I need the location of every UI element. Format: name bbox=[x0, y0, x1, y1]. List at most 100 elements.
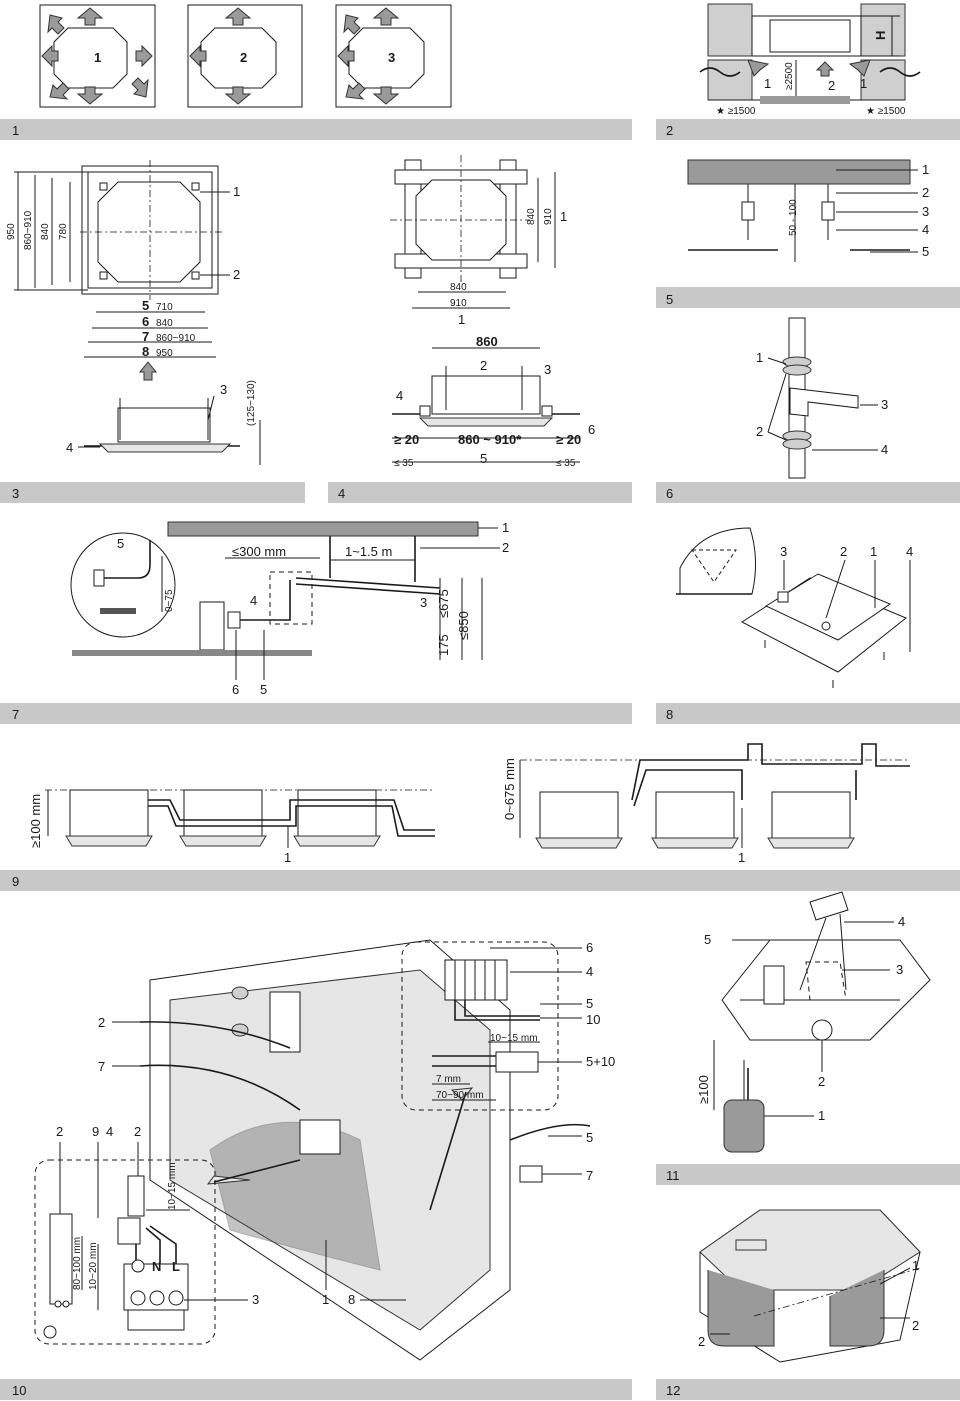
fig3-callout-3: 3 bbox=[220, 382, 227, 397]
fig4-callout-6: 6 bbox=[588, 422, 595, 437]
fig2-callout-2: 2 bbox=[828, 78, 835, 93]
fig4-gap-20-right: ≥ 20 bbox=[556, 432, 581, 447]
fig7-dim-175: 175 bbox=[436, 634, 451, 656]
fig10-callout-6: 6 bbox=[586, 940, 593, 955]
fig7-drain-piping: 1 5 0~75 ≤300 mm 1~1.5 m 2 4 3 ≤675 175 … bbox=[70, 520, 509, 697]
fig11-callout-1: 1 bbox=[818, 1108, 825, 1123]
fig7-dim-850: ≤850 bbox=[456, 611, 471, 640]
fig10-callout-2b: 2 bbox=[56, 1124, 63, 1139]
fig10-callout-2a: 2 bbox=[98, 1015, 105, 1030]
fig8-level-check: 3 2 1 4 bbox=[676, 527, 913, 688]
fig6-callout-2: 2 bbox=[756, 424, 763, 439]
fig10-dim-10-20mm: 10~20 mm bbox=[88, 1242, 99, 1290]
fig3-row-5: 5 bbox=[142, 298, 149, 313]
fig5-callout-5: 5 bbox=[922, 244, 929, 259]
fig9-dim-100mm: ≥100 mm bbox=[28, 794, 43, 848]
fig3-row-6: 6 bbox=[142, 314, 149, 329]
fig4-callout-1b: 1 bbox=[458, 312, 465, 327]
fig12-transport: 1 2 2 bbox=[698, 1209, 921, 1363]
fig10-dim-10-15mm-b: 10~15 mm bbox=[167, 1162, 178, 1210]
fig12-callout-2a: 2 bbox=[698, 1334, 705, 1349]
fig1-box1-label: 1 bbox=[94, 50, 101, 65]
panel-label-10: 10 bbox=[12, 1383, 26, 1398]
panel-label-11: 11 bbox=[666, 1168, 680, 1183]
fig10-callout-7b: 7 bbox=[586, 1168, 593, 1183]
fig3-callout-1: 1 bbox=[233, 184, 240, 199]
fig6-callout-4: 4 bbox=[881, 442, 888, 457]
fig6-callout-3: 3 bbox=[881, 397, 888, 412]
fig10-callout-4b: 4 bbox=[586, 964, 593, 979]
fig10-callout-2c: 2 bbox=[134, 1124, 141, 1139]
fig3-dim-950: 950 bbox=[6, 223, 17, 240]
fig10-terminal-N: N bbox=[152, 1259, 161, 1274]
fig2-callout-1b: 1 bbox=[860, 76, 867, 91]
fig10-callout-5b: 5 bbox=[586, 1130, 593, 1145]
fig8-callout-4: 4 bbox=[906, 544, 913, 559]
fig11-dim-100: ≥100 bbox=[696, 1075, 711, 1104]
panel-label-3: 3 bbox=[12, 486, 19, 501]
fig1-box3-label: 3 bbox=[388, 50, 395, 65]
fig3-dim-860-910: 860~910 bbox=[23, 210, 34, 250]
fig3-dim-780: 780 bbox=[58, 223, 69, 240]
fig11-callout-4: 4 bbox=[898, 914, 905, 929]
fig9-callout-1b: 1 bbox=[738, 850, 745, 865]
panel-label-8: 8 bbox=[666, 707, 673, 722]
fig2-right-clearance: ★ ≥1500 bbox=[866, 106, 906, 117]
fig5-callout-2: 2 bbox=[922, 185, 929, 200]
section-bars: 1 2 3 4 5 6 7 8 9 10 11 12 bbox=[0, 119, 960, 1400]
fig2-clearance: H 1 2 1 ≥2500 ★ ≥1500 ★ ≥1500 bbox=[699, 3, 921, 117]
fig4-callout-4: 4 bbox=[396, 388, 403, 403]
fig7-dim-675: ≤675 bbox=[436, 589, 451, 618]
fig3-val-710: 710 bbox=[156, 302, 173, 313]
fig7-callout-4: 4 bbox=[250, 593, 257, 608]
fig7-dim-0-75: 0~75 bbox=[164, 589, 175, 612]
fig1-box2-label: 2 bbox=[240, 50, 247, 65]
fig3-row-8: 8 bbox=[142, 344, 149, 359]
fig4-gap-35-left: ≤ 35 bbox=[394, 458, 414, 469]
panel-label-4: 4 bbox=[338, 486, 345, 501]
fig10-callout-10: 10 bbox=[586, 1012, 600, 1027]
fig5-callout-3: 3 bbox=[922, 204, 929, 219]
fig8-callout-3: 3 bbox=[780, 544, 787, 559]
fig3-dimensions: 1 2 950 860~910 840 780 5 710 6 840 7 86… bbox=[6, 160, 261, 465]
fig7-callout-2: 2 bbox=[502, 540, 509, 555]
fig3-val-860-910: 860~910 bbox=[156, 333, 196, 344]
fig5-callout-4: 4 bbox=[922, 222, 929, 237]
panel-label-9: 9 bbox=[12, 874, 19, 889]
fig11-callout-3: 3 bbox=[896, 962, 903, 977]
fig2-callout-1: 1 bbox=[764, 76, 771, 91]
fig9-callout-1a: 1 bbox=[284, 850, 291, 865]
fig5-hanging-bolts: 50 - 100 1 2 3 4 5 bbox=[687, 159, 929, 262]
panel-label-7: 7 bbox=[12, 707, 19, 722]
fig9-drain-lift: ≥100 mm 1 0~675 mm 1 bbox=[28, 743, 910, 865]
fig3-row-7: 7 bbox=[142, 329, 149, 344]
fig6-nut-washer: 1 3 2 4 bbox=[756, 317, 888, 479]
panel-label-6: 6 bbox=[666, 486, 673, 501]
fig4-callout-5: 5 bbox=[480, 451, 487, 466]
fig7-dim-300mm: ≤300 mm bbox=[232, 544, 286, 559]
fig9-dim-0-675mm: 0~675 mm bbox=[502, 758, 517, 820]
fig10-electrical-wiring: 2 7 6 4 5 10 10~15 mm 5+10 7 mm 70 bbox=[34, 939, 615, 1361]
fig4-callout-1a: 1 bbox=[560, 209, 567, 224]
fig7-dim-1-1.5m: 1~1.5 m bbox=[345, 544, 392, 559]
fig5-callout-1: 1 bbox=[922, 162, 929, 177]
fig10-callout-5a: 5 bbox=[586, 996, 593, 1011]
panel-label-1: 1 bbox=[12, 123, 19, 138]
fig7-callout-3: 3 bbox=[420, 595, 427, 610]
fig2-dim-2500: ≥2500 bbox=[784, 62, 795, 90]
panel-label-5b: 5 bbox=[666, 292, 673, 307]
fig3-val-840: 840 bbox=[156, 318, 173, 329]
fig10-callout-9: 9 bbox=[92, 1124, 99, 1139]
fig7-callout-1: 1 bbox=[502, 520, 509, 535]
fig3-dim-840: 840 bbox=[40, 223, 51, 240]
fig4-ceiling-opening: 840 910 1 840 910 1 860 2 3 4 ≥ 20 860 ~… bbox=[390, 155, 595, 469]
fig10-dim-10-15mm-a: 10~15 mm bbox=[490, 1033, 538, 1044]
fig1-airflow-directions: 1 2 3 bbox=[39, 4, 452, 108]
fig7-callout-6: 6 bbox=[232, 682, 239, 697]
fig10-callout-3: 3 bbox=[252, 1292, 259, 1307]
fig4-dim-840-vertical: 840 bbox=[526, 208, 537, 225]
fig10-callout-5-10: 5+10 bbox=[586, 1054, 615, 1069]
fig3-callout-4: 4 bbox=[66, 440, 73, 455]
fig2-left-clearance: ★ ≥1500 bbox=[716, 106, 756, 117]
